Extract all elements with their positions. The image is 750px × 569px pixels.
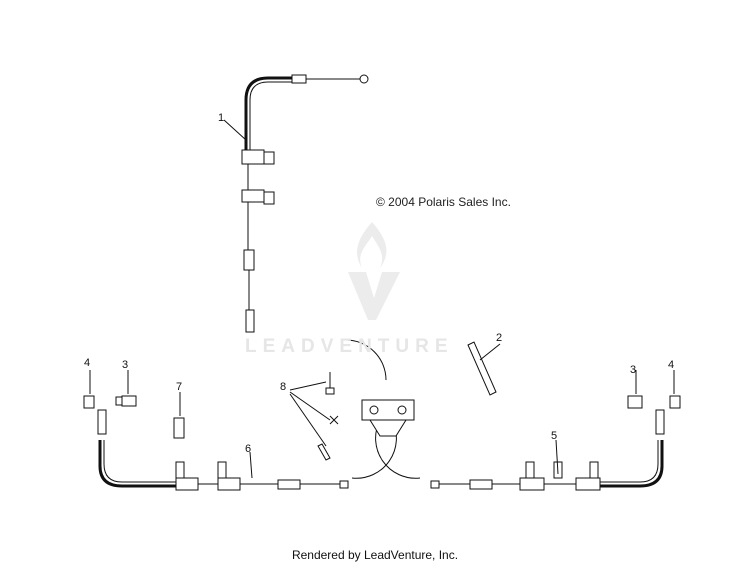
- callout-3-left: 3: [122, 359, 128, 371]
- callout-4-left: 4: [84, 357, 90, 369]
- watermark-logo: [348, 222, 400, 320]
- part-2-rod: [467, 341, 501, 396]
- part-8-clips: [289, 372, 339, 461]
- callout-8: 8: [280, 381, 286, 393]
- center-bracket: [345, 339, 421, 479]
- callout-6: 6: [245, 443, 251, 455]
- callout-5: 5: [551, 430, 557, 442]
- callout-3-right: 3: [630, 364, 636, 376]
- left-fasteners: [83, 370, 185, 439]
- cable-5: [430, 409, 665, 491]
- cable-6: [97, 409, 349, 491]
- callout-2: 2: [496, 332, 502, 344]
- right-fasteners: [627, 370, 681, 409]
- footer-text: Rendered by LeadVenture, Inc.: [291, 548, 459, 562]
- copyright-text: © 2004 Polaris Sales Inc.: [376, 195, 511, 209]
- callout-1: 1: [218, 112, 224, 124]
- callout-4-right: 4: [668, 359, 674, 371]
- cable-1: [223, 74, 369, 333]
- watermark-text: LEADVENTURE: [245, 336, 454, 357]
- callout-7: 7: [176, 381, 182, 393]
